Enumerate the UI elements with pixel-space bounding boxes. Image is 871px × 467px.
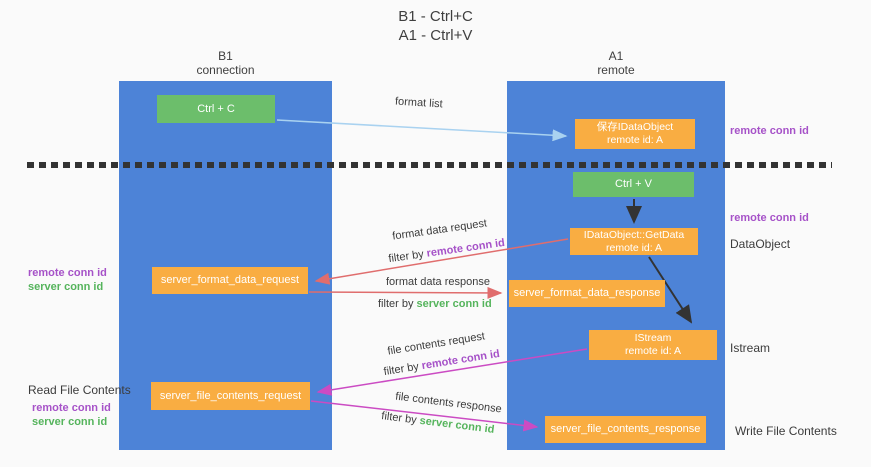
left-server-conn-id-label-1: server conn id xyxy=(28,281,104,293)
save-idataobject-box: 保存IDataObject remote id: A xyxy=(575,119,695,149)
read-file-contents-label: Read File Contents xyxy=(28,383,131,397)
column-a1-role: remote xyxy=(597,63,635,77)
getdata-line2: remote id: A xyxy=(605,241,663,254)
title-line-2: A1 - Ctrl+V xyxy=(398,27,473,44)
server-format-data-response-label: server_format_data_response xyxy=(513,287,661,299)
file-contents-response-arrow xyxy=(310,400,539,432)
dataobject-label: DataObject xyxy=(730,237,791,251)
getdata-line1: IDataObject::GetData xyxy=(583,228,685,241)
write-file-contents-label: Write File Contents xyxy=(735,424,837,438)
format-data-response-filter-label: filter by server conn id xyxy=(378,298,492,310)
server-format-data-request-label: server_format_data_request xyxy=(160,274,300,286)
left-server-conn-id-label-2: server conn id xyxy=(32,416,108,428)
ctrl-c-label: Ctrl + C xyxy=(197,102,235,115)
format-list-arrow xyxy=(276,119,568,142)
column-b1-name: B1 xyxy=(218,49,233,63)
idataobject-getdata-box: IDataObject::GetData remote id: A xyxy=(570,228,698,255)
phase-separator-dashed-line xyxy=(27,162,832,168)
server-file-contents-request-label: server_file_contents_request xyxy=(159,389,302,402)
left-remote-conn-id-label-1: remote conn id xyxy=(28,267,107,279)
format-data-request-arrow xyxy=(314,238,569,285)
server-file-contents-response-label: server_file_contents_response xyxy=(550,423,701,435)
server-format-data-request-box: server_format_data_request xyxy=(152,267,308,294)
ctrl-v-box: Ctrl + V xyxy=(573,172,694,197)
istream-box: IStream remote id: A xyxy=(589,330,717,360)
server-format-data-response-box: server_format_data_response xyxy=(509,280,665,307)
ctrl-v-label: Ctrl + V xyxy=(615,178,652,190)
server-file-contents-response-box: server_file_contents_response xyxy=(545,416,706,443)
server-file-contents-request-box: server_file_contents_request xyxy=(151,382,310,410)
diagram-title: B1 - Ctrl+C A1 - Ctrl+V xyxy=(0,7,871,45)
format-data-response-label: format data response xyxy=(386,276,490,288)
server-conn-id-highlight-1: server conn id xyxy=(416,298,492,310)
istream-line1: IStream xyxy=(634,332,672,344)
format-data-response-arrow xyxy=(308,286,503,299)
save-idataobject-line2: remote id: A xyxy=(606,134,664,146)
filter-by-text-2: filter by xyxy=(378,298,417,310)
ctrl-c-box: Ctrl + C xyxy=(157,95,275,123)
column-header-a1: A1 remote xyxy=(507,49,725,77)
istream-line2: remote id: A xyxy=(624,345,682,357)
right-remote-conn-id-label-2: remote conn id xyxy=(730,212,809,224)
column-a1-name: A1 xyxy=(608,49,624,63)
column-header-b1: B1 connection xyxy=(119,49,332,77)
getdata-to-istream-arrow xyxy=(648,256,693,324)
istream-side-label: Istream xyxy=(730,341,771,355)
title-line-1: B1 - Ctrl+C xyxy=(398,8,473,25)
column-b1-role: connection xyxy=(196,63,255,77)
save-idataobject-line1: 保存IDataObject xyxy=(596,121,674,133)
left-remote-conn-id-label-2: remote conn id xyxy=(32,402,111,414)
right-remote-conn-id-label-1: remote conn id xyxy=(730,125,809,137)
file-contents-request-arrow xyxy=(316,348,588,396)
